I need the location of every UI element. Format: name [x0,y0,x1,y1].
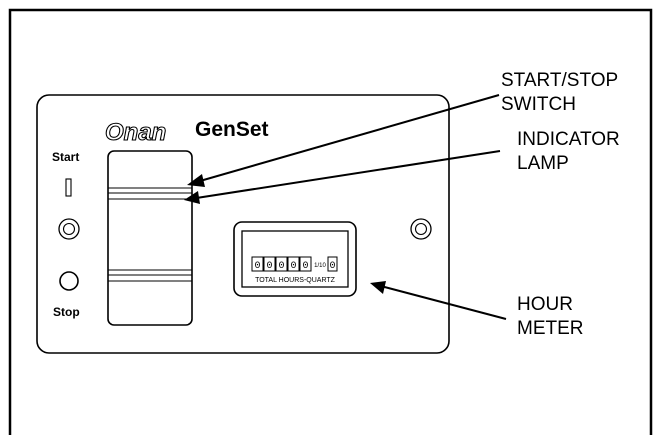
callout-line: START/STOP [501,70,619,91]
tenth-digit: 0 [329,261,335,272]
callout-start-stop-switch: START/STOP SWITCH [501,69,618,117]
hour-digit: 0 [278,261,284,272]
start-label: Start [52,150,79,164]
outer-frame [8,8,653,435]
arrow-indicator-lamp [184,150,501,204]
hour-digit: 0 [290,261,296,272]
indicator-lamp [65,178,72,197]
callout-line: HOUR [517,294,573,315]
arrow-hour-meter [370,281,507,320]
callout-hour-meter: HOUR METER [517,293,584,341]
brand-logo: Onan [105,119,166,146]
hour-digit: 0 [254,261,260,272]
stop-button[interactable] [59,271,79,291]
callout-line: SWITCH [501,94,576,115]
callout-line: METER [517,318,584,339]
start-stop-switch[interactable] [107,150,193,326]
stop-label: Stop [53,305,80,319]
arrow-start-stop-switch [187,94,500,187]
right-mounting-screw [410,218,432,240]
brand-name: GenSet [195,118,269,141]
hour-meter-caption: TOTAL HOURS-QUARTZ [255,277,336,284]
tenth-fraction-label: 1/10 [314,263,326,269]
callout-indicator-lamp: INDICATOR LAMP [517,128,620,176]
hour-meter: 0 0 0 0 0 1/10 0 TOTAL HOURS-QUARTZ [233,221,357,297]
callout-line: LAMP [517,153,569,174]
callout-line: INDICATOR [517,129,620,150]
hour-meter-digits: 0 0 0 0 0 [251,256,312,272]
left-mounting-screw [58,218,80,240]
hour-digit: 0 [302,261,308,272]
hour-digit: 0 [266,261,272,272]
